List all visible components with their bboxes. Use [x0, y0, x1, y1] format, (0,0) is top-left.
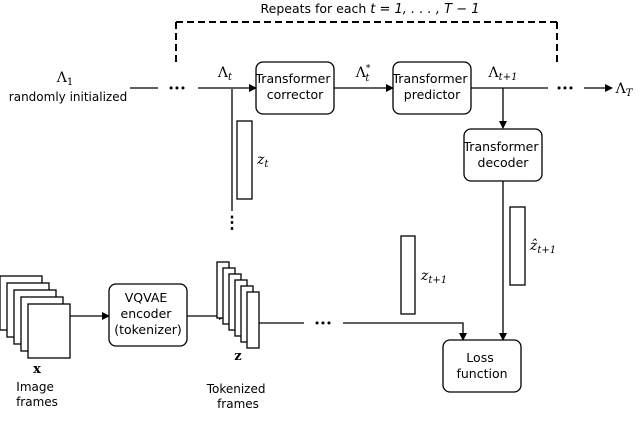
- tokenized-frames-stack: [216, 261, 260, 349]
- ellipsis-3: ···: [314, 314, 332, 334]
- z-t-token: [236, 120, 253, 200]
- lambda-T-label: ΛT: [615, 81, 634, 99]
- loss-function-box: [442, 339, 522, 393]
- z-bold-label: z: [234, 349, 241, 364]
- z-t-label: zt: [256, 152, 269, 170]
- ellipsis-2: ···: [556, 79, 574, 99]
- vdots: ⋮: [224, 213, 241, 233]
- x-label: x: [33, 362, 41, 377]
- tokenized-frames-caption: Tokenized frames: [206, 382, 270, 411]
- arrow-tokens-to-loss: [343, 322, 467, 341]
- svg-text:Λ1: Λ1: [56, 70, 74, 88]
- loss-function-label: Loss function: [456, 350, 507, 381]
- transformer-predictor-label: Transformer predictor: [392, 71, 472, 102]
- lambda-t1-label: Λt+1: [488, 65, 518, 83]
- image-frames-stack: [0, 275, 71, 359]
- lambda-t-star-label: Λ*t: [355, 64, 371, 84]
- transformer-decoder-label: Transformer decoder: [463, 139, 543, 170]
- image-frames-caption: Image frames: [16, 380, 58, 409]
- vqvae-encoder-label: VQVAE encoder (tokenizer): [114, 290, 182, 337]
- z-hat-t1-token: [509, 206, 526, 286]
- loop-label: Repeats for each t = 1, . . . , T − 1: [261, 1, 480, 17]
- svg-text:randomly initialized: randomly initialized: [9, 90, 127, 104]
- z-t1-label: zt+1: [420, 268, 447, 286]
- z-hat-t1-label: ẑt+1: [529, 237, 556, 256]
- transformer-corrector-label: Transformer corrector: [255, 71, 335, 102]
- lambda-t-label: Λt: [217, 65, 233, 83]
- z-t1-token: [400, 235, 416, 315]
- lambda-1-label: Λ1 randomly initialized: [9, 70, 127, 104]
- ellipsis-1: ···: [168, 79, 186, 99]
- vqvae-encoder-box: [108, 283, 188, 347]
- loop-bracket: [175, 21, 558, 62]
